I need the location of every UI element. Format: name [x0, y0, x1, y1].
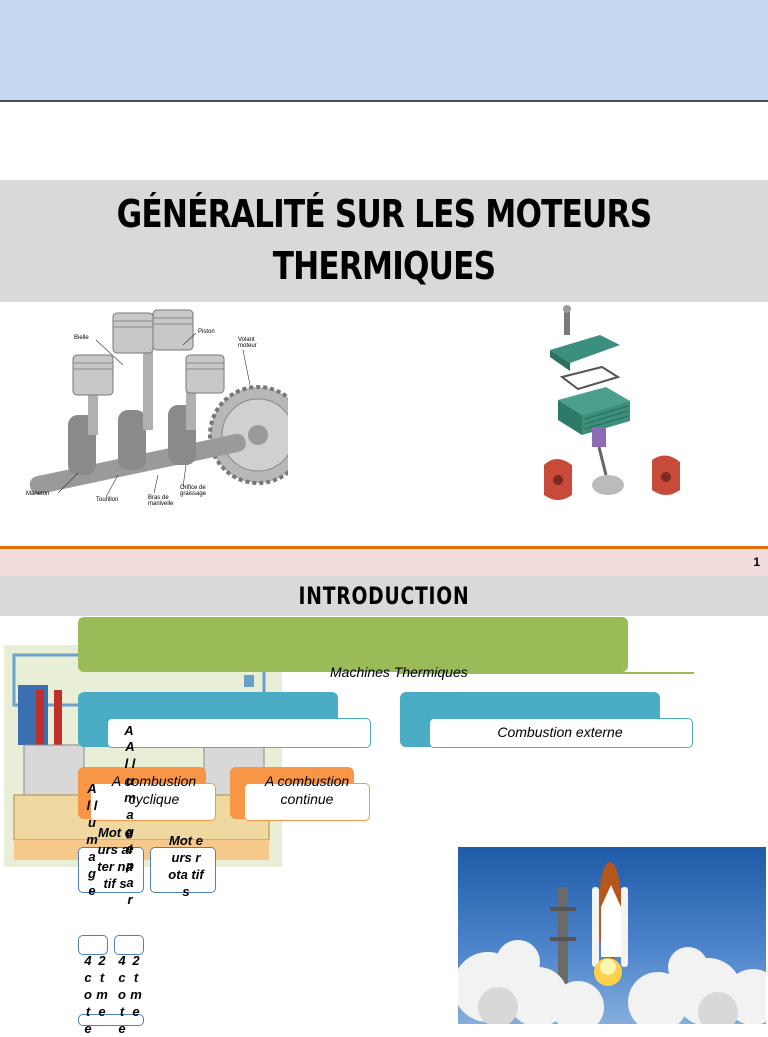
- machines-thermiques-rule: [398, 672, 694, 674]
- label-orifice: Orifice de graissage: [180, 485, 207, 497]
- exploded-engine-illustration: [540, 305, 692, 515]
- machines-thermiques-label: Machines Thermiques: [330, 664, 468, 680]
- machines-thermiques-box: [78, 617, 628, 672]
- temps-2-a: 2 t m e: [96, 953, 108, 1019]
- crankshaft-illustration: Bielle Piston Volant moteur Maneton Tour…: [18, 305, 308, 515]
- temps-4-b: 4 c o t e: [118, 953, 126, 1036]
- page-number: 1: [753, 555, 760, 569]
- intro-title-band: [0, 576, 768, 616]
- cyclique-label: A combustion cyclique: [111, 773, 197, 807]
- slide-title: GÉNÉRALITÉ SUR LES MOTEURS THERMIQUES: [116, 192, 652, 288]
- temps-2-b: 2 t m e: [130, 953, 142, 1019]
- label-bielle: Bielle: [74, 335, 89, 341]
- rotatifs-label: Mot eurs rota tifs: [168, 833, 204, 899]
- label-volant: Volant moteur: [238, 337, 257, 349]
- allumage-label-b: A l l u m a g e p a r: [124, 739, 136, 907]
- continue-label-box: [244, 783, 370, 821]
- label-bras: Bras de manivelle: [148, 495, 174, 507]
- header-band: [0, 0, 768, 100]
- rotatifs-label-box: [150, 847, 216, 893]
- rocket-launch-photo: [453, 847, 768, 1033]
- combustion-externe-label-box: [429, 718, 693, 748]
- combustion-interne-label-box: [107, 718, 371, 748]
- label-piston: Piston: [198, 329, 215, 335]
- intro-title: INTRODUCTION: [298, 582, 470, 610]
- alternatifs-label: Mot eurs alter natif s: [97, 825, 133, 891]
- slide-separator: [0, 546, 768, 549]
- alternatifs-label-box: [78, 847, 144, 893]
- label-maneton: Maneton: [26, 491, 50, 497]
- allumage-commande-label: A: [124, 723, 134, 738]
- combustion-externe-label: Combustion externe: [497, 724, 623, 740]
- temps-box-2: [114, 935, 144, 955]
- label-tourillon: Tourillon: [96, 497, 119, 503]
- continue-label: A combustion continue: [264, 773, 350, 807]
- title-band: [0, 180, 768, 302]
- footer-band: [0, 549, 768, 576]
- allumage-label-a: A l l u m a g e: [86, 781, 98, 898]
- cyclique-label-box: [90, 783, 216, 821]
- header-rule: [0, 100, 768, 102]
- temps-box-1: [78, 935, 108, 955]
- temps-4-a: 4 c o t e: [84, 953, 92, 1036]
- engine-cutaway-illustration: [4, 645, 282, 867]
